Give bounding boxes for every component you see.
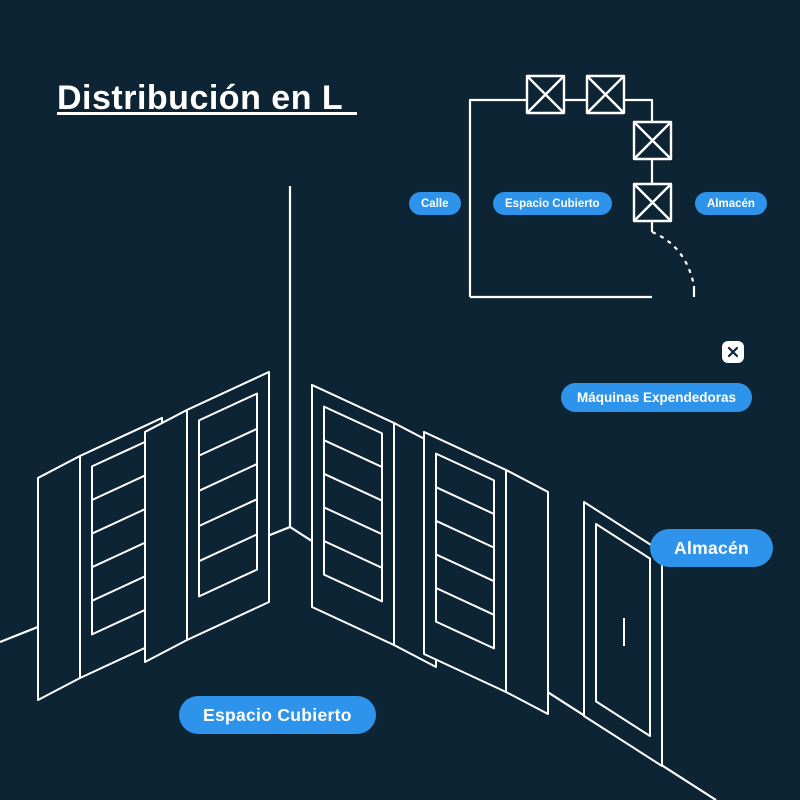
storage-door xyxy=(583,501,663,767)
plan-vending-squares xyxy=(525,74,673,223)
legend-label-maquinas-expendedoras: Máquinas Expendedoras xyxy=(561,383,753,412)
vending-machine-3 xyxy=(311,384,437,668)
vending-machine-1 xyxy=(37,417,163,701)
floor-plan-drawing xyxy=(468,74,696,299)
scene-label-almacen: Almacén xyxy=(650,529,774,567)
plan-vending-x xyxy=(526,75,565,114)
machine-shelves xyxy=(198,427,258,563)
plan-vending-x xyxy=(633,183,672,222)
plan-label-calle: Calle xyxy=(409,192,461,215)
plan-vending-x xyxy=(586,75,625,114)
plan-label-espacio-cubierto: Espacio Cubierto xyxy=(493,192,612,215)
machine-front-face xyxy=(423,431,507,693)
machine-door xyxy=(198,392,258,598)
machine-door xyxy=(435,452,495,650)
vending-machine-2 xyxy=(144,371,270,663)
plan-door-swing-arc xyxy=(651,230,696,287)
machine-side-face xyxy=(144,409,188,663)
machine-side-face xyxy=(37,455,81,701)
plan-label-almacen: Almacén xyxy=(695,192,767,215)
machine-shelves xyxy=(323,439,383,569)
machine-shelves xyxy=(91,472,151,602)
vending-machine-4 xyxy=(423,431,549,715)
title-underline xyxy=(57,112,357,115)
machine-door xyxy=(323,405,383,603)
page-title: Distribución en L xyxy=(57,78,344,117)
machine-front-face xyxy=(311,384,395,646)
machine-side-face xyxy=(505,469,549,715)
machine-shelves xyxy=(435,486,495,616)
plan-vending-x xyxy=(633,121,672,160)
scene-label-espacio-cubierto: Espacio Cubierto xyxy=(179,696,376,734)
vending-machine-icon xyxy=(721,340,745,364)
door-panel xyxy=(595,523,651,737)
